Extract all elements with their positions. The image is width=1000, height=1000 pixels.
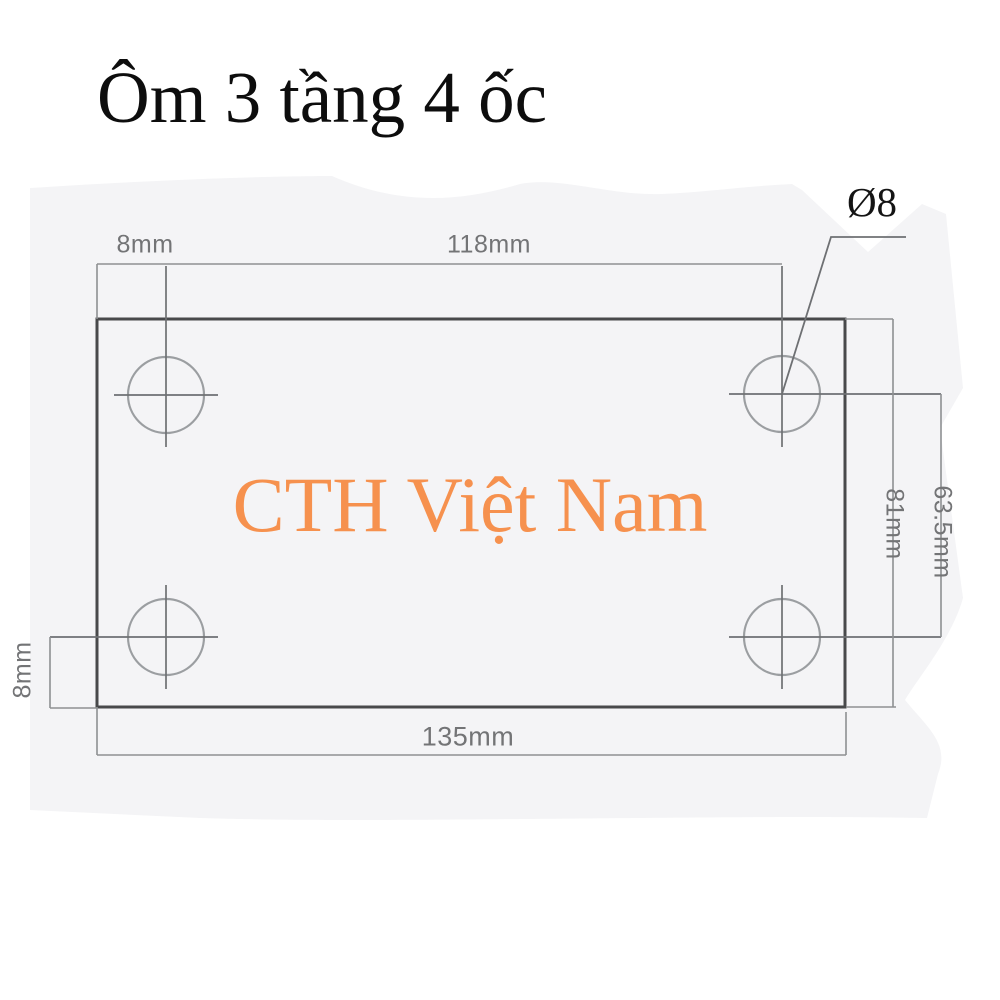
plate-outline xyxy=(95,317,847,709)
dim-label-top-span: 118mm xyxy=(446,230,532,259)
dim-label-plate-height: 81mm xyxy=(880,488,909,560)
dim-label-bottom-span: 135mm xyxy=(421,721,515,752)
page-title: Ôm 3 tầng 4 ốc xyxy=(97,57,548,138)
background-blob xyxy=(30,176,963,820)
watermark-text: CTH Việt Nam xyxy=(232,461,708,548)
hole-diameter-leader-line xyxy=(781,236,906,395)
dim-label-bottom-offset: 8mm xyxy=(8,641,37,699)
dim-label-top-offset: 8mm xyxy=(116,230,174,259)
dimension-lines xyxy=(49,263,942,756)
dim-label-hole-spacing: 63.5mm xyxy=(928,485,957,579)
hole-crosshairs xyxy=(50,266,941,689)
hole-diameter-label: Ø8 xyxy=(846,179,898,225)
